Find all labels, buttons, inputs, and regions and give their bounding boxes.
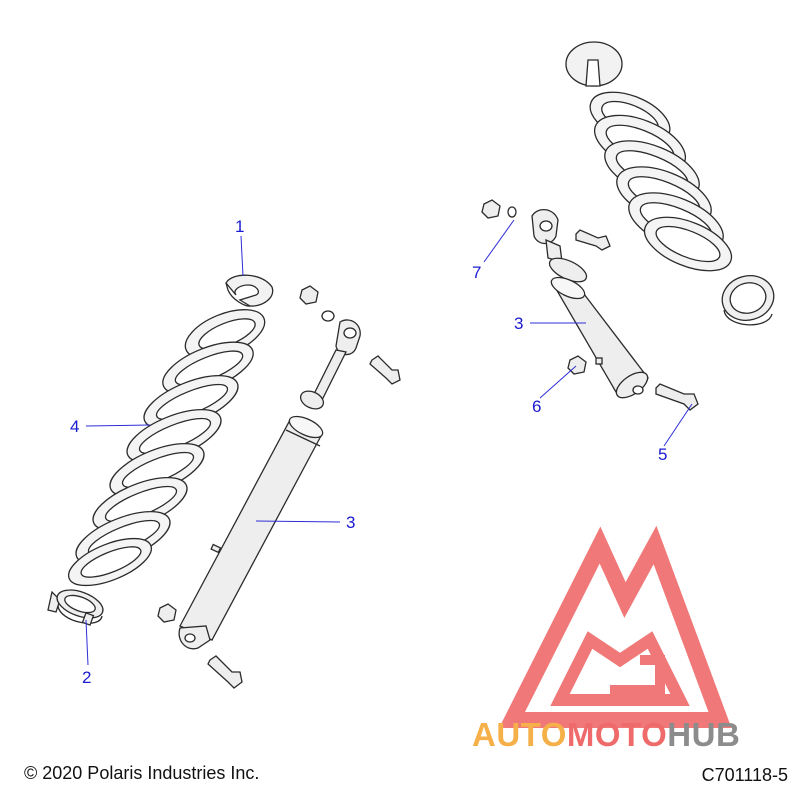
locknut-top-left	[299, 285, 319, 305]
locknut-bottom-left	[157, 603, 177, 623]
bolt-top-left	[369, 355, 401, 385]
copyright-notice: © 2020 Polaris Industries Inc.	[24, 763, 260, 783]
watermark-word-moto: MOTO	[566, 716, 668, 753]
washer-top-left	[321, 310, 335, 322]
callout-3-left: 3	[346, 513, 355, 532]
coil-spring-left	[68, 309, 266, 587]
callout-3-right: 3	[514, 314, 523, 333]
bolt-bottom-left	[207, 655, 243, 689]
drawing-number: C701118-5	[701, 765, 788, 785]
callout-6: 6	[532, 397, 541, 416]
watermark-logo	[499, 525, 732, 728]
watermark-word-hub: HUB	[667, 716, 741, 753]
callout-7: 7	[472, 263, 481, 282]
spring-retainer-right	[565, 41, 623, 87]
leader-4	[85, 424, 151, 427]
watermark-g-stroke	[610, 655, 665, 695]
callout-4: 4	[70, 417, 79, 436]
hardware-left	[157, 285, 401, 689]
leader-2	[85, 619, 89, 666]
shock-absorber-right	[531, 209, 650, 399]
leader-1	[240, 235, 244, 277]
watermark-triangle-outer	[499, 525, 732, 728]
watermark-wordmark: AUTOMOTOHUB	[472, 716, 740, 754]
watermark-word-auto: AUTO	[472, 716, 567, 753]
leader-6	[539, 365, 577, 399]
bolt-bottom-right	[655, 383, 699, 411]
coil-spring-right	[589, 91, 733, 272]
callout-numbers: 1 2 3 4 3 5 6 7	[70, 217, 667, 687]
spring-seat-left	[47, 589, 104, 626]
callout-1: 1	[235, 217, 244, 236]
callout-5: 5	[658, 445, 667, 464]
locknut-top-right	[481, 199, 501, 219]
leader-lines	[85, 219, 693, 666]
leader-5	[663, 403, 693, 447]
spring-seat-right	[721, 275, 775, 326]
bolt-top-right	[575, 229, 611, 251]
leader-3a	[255, 520, 341, 523]
callout-2: 2	[82, 668, 91, 687]
leader-7	[483, 219, 515, 263]
shock-absorber-left	[178, 319, 361, 650]
hardware-right	[481, 199, 699, 411]
washer-top-right	[507, 206, 517, 218]
spring-retainer-left	[225, 274, 274, 307]
